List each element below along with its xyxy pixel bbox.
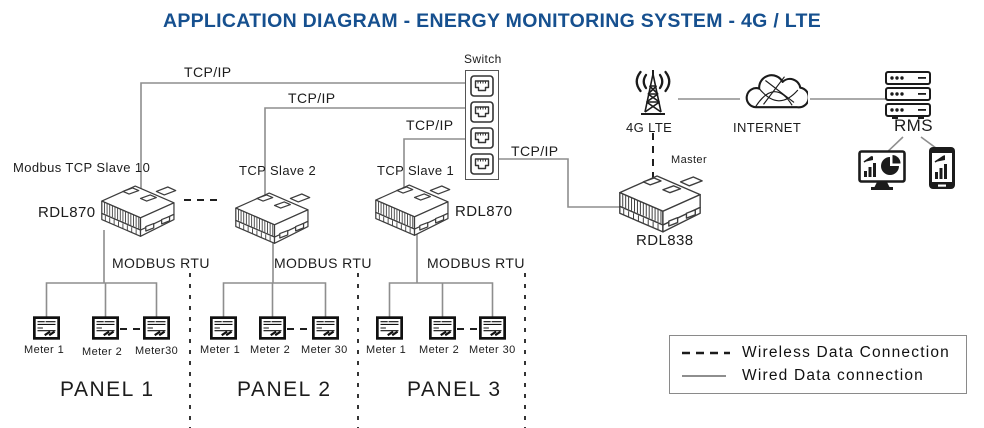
server-stack-icon	[884, 70, 932, 125]
device-rdl838-master	[610, 167, 708, 241]
din-rail-device-icon	[367, 177, 455, 239]
monitor-dashboard-icon	[858, 150, 906, 197]
device-role-slave1: TCP Slave 1	[377, 163, 455, 178]
page-title: APPLICATION DIAGRAM - ENERGY MONITORING …	[162, 10, 822, 32]
meter-icon	[33, 316, 60, 345]
panel-1-name: PANEL 1	[60, 378, 155, 401]
solid-line-sample-icon	[682, 375, 726, 378]
legend: Wireless Data Connection Wired Data conn…	[669, 335, 967, 394]
legend-wired-row: Wired Data connection	[670, 367, 966, 385]
modbus-rtu-label-1: MODBUS RTU	[112, 255, 210, 271]
device-model-rdl838: RDL838	[636, 232, 694, 249]
device-rdl870-slave1	[367, 177, 455, 244]
rj45-port-icon	[470, 75, 494, 97]
legend-wireless-label: Wireless Data Connection	[742, 343, 950, 361]
meter-label: Meter 30	[469, 344, 516, 356]
meter-label: Meter 30	[301, 344, 348, 356]
rms-label: RMS	[894, 116, 933, 135]
tcpip-label-4: TCP/IP	[511, 143, 559, 159]
modbus-rtu-label-3: MODBUS RTU	[427, 255, 525, 271]
modbus-rtu-label-2: MODBUS RTU	[274, 255, 372, 271]
meter-icon	[92, 316, 119, 345]
tcpip-label-1: TCP/IP	[184, 64, 232, 80]
ethernet-switch	[465, 70, 499, 180]
meter-icon	[479, 316, 506, 345]
tcpip-label-2: TCP/IP	[288, 90, 336, 106]
rj45-port-icon	[470, 153, 494, 175]
panel-3-name: PANEL 3	[407, 378, 502, 401]
meter-label: Meter30	[135, 345, 179, 357]
device-role-slave2: TCP Slave 2	[239, 163, 317, 178]
meter-label: Meter 2	[419, 344, 460, 356]
device-model-rdl870-2: RDL870	[455, 203, 513, 220]
device-slave2	[227, 185, 315, 252]
rj45-port-icon	[470, 101, 494, 123]
meter-icon	[143, 316, 170, 345]
meter-icon	[376, 316, 403, 345]
din-rail-device-icon	[610, 167, 708, 236]
device-role-slave10: Modbus TCP Slave 10	[13, 160, 151, 175]
internet-cloud-icon	[740, 70, 810, 117]
dashed-line-sample-icon	[682, 351, 730, 354]
meter-label: Meter 2	[82, 346, 123, 358]
device-model-rdl870-1: RDL870	[38, 204, 96, 221]
panel-separators	[189, 273, 526, 428]
panel-2-name: PANEL 2	[237, 378, 332, 401]
wired-connections	[45, 82, 941, 320]
meter-icon	[312, 316, 339, 345]
legend-wireless-row: Wireless Data Connection	[670, 344, 966, 362]
meter-icon	[429, 316, 456, 345]
legend-wired-label: Wired Data connection	[742, 367, 925, 385]
device-rdl870-slave10	[93, 178, 181, 245]
internet-label: INTERNET	[733, 120, 802, 135]
meter-label: Meter 2	[250, 344, 291, 356]
cell-tower-icon	[625, 64, 681, 125]
tcpip-label-3: TCP/IP	[406, 117, 454, 133]
phone-dashboard-icon	[928, 146, 956, 195]
rj45-port-icon	[470, 127, 494, 149]
meter-icon	[259, 316, 286, 345]
meter-icon	[210, 316, 237, 345]
din-rail-device-icon	[93, 178, 181, 240]
antenna-label: 4G LTE	[626, 120, 673, 135]
meter-label: Meter 1	[24, 344, 65, 356]
device-role-master: Master	[671, 154, 708, 166]
meter-label: Meter 1	[200, 344, 241, 356]
din-rail-device-icon	[227, 185, 315, 247]
switch-label: Switch	[464, 52, 502, 66]
meter-label: Meter 1	[366, 344, 407, 356]
wireless-connections	[120, 133, 654, 330]
